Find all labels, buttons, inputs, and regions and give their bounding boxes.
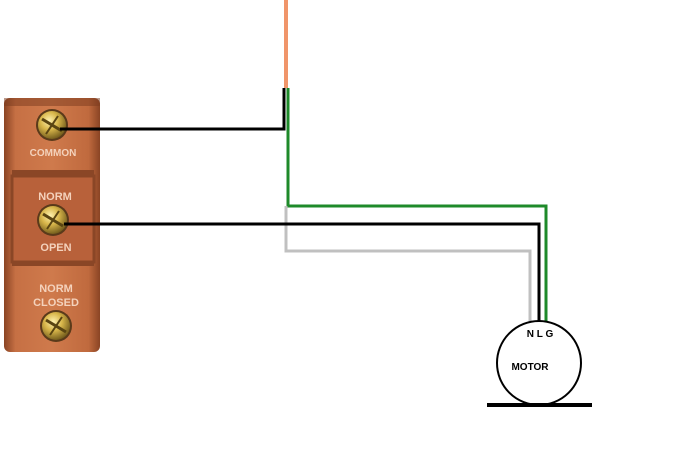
motor: N L G MOTOR xyxy=(487,320,592,407)
normally-closed-screw-icon xyxy=(40,310,72,342)
motor-label: MOTOR xyxy=(511,362,549,373)
black-wire-normally-open xyxy=(64,222,541,325)
gray-neutral-wire xyxy=(284,206,532,325)
switch-divider-bottom xyxy=(12,262,94,266)
label-norm-closed-top: NORM xyxy=(39,283,73,295)
switch-body-shadow xyxy=(4,98,100,106)
label-norm-open-bottom: OPEN xyxy=(40,242,71,254)
label-norm-open-top: NORM xyxy=(38,191,72,203)
label-common: COMMON xyxy=(30,148,77,159)
normally-open-screw-icon xyxy=(37,204,69,236)
green-ground-wire xyxy=(286,88,548,325)
motor-terminal-labels: N L G xyxy=(527,329,554,340)
limit-switch: COMMON NORM OPEN NORM CLOSED xyxy=(4,98,100,352)
label-norm-closed-bottom: CLOSED xyxy=(33,297,79,309)
switch-divider-top xyxy=(12,170,94,176)
common-screw-icon xyxy=(36,109,68,141)
black-wire-common xyxy=(60,88,286,131)
